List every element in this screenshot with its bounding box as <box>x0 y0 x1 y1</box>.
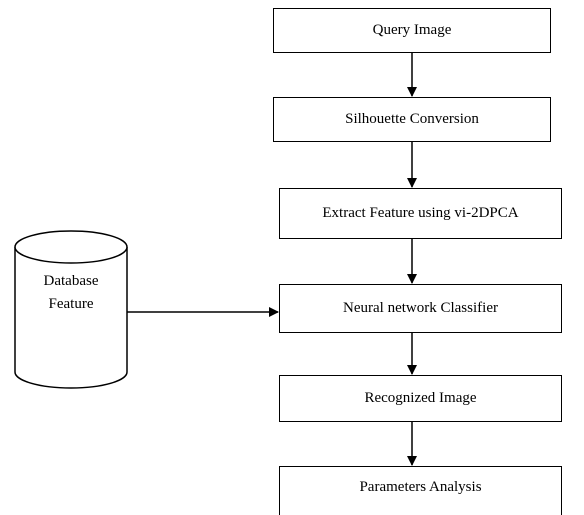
silhouette-conversion-label: Silhouette Conversion <box>345 111 479 127</box>
parameters-analysis-label: Parameters Analysis <box>359 479 482 495</box>
query-image-box: Query Image <box>273 8 551 53</box>
neural-network-classifier-label: Neural network Classifier <box>343 300 498 316</box>
database-cylinder-top <box>14 230 128 264</box>
silhouette-conversion-box: Silhouette Conversion <box>273 97 551 142</box>
database-cylinder-body <box>14 247 128 389</box>
query-image-label: Query Image <box>372 22 452 38</box>
recognized-image-label: Recognized Image <box>364 390 477 406</box>
database-feature-label: Database Feature <box>43 273 99 312</box>
neural-network-classifier-box: Neural network Classifier <box>279 284 562 333</box>
database-cylinder <box>14 230 128 389</box>
parameters-analysis-box: Parameters Analysis <box>279 466 562 515</box>
extract-feature-box: Extract Feature using vi-2DPCA <box>279 188 562 239</box>
extract-feature-label: Extract Feature using vi-2DPCA <box>322 205 519 221</box>
recognized-image-box: Recognized Image <box>279 375 562 422</box>
